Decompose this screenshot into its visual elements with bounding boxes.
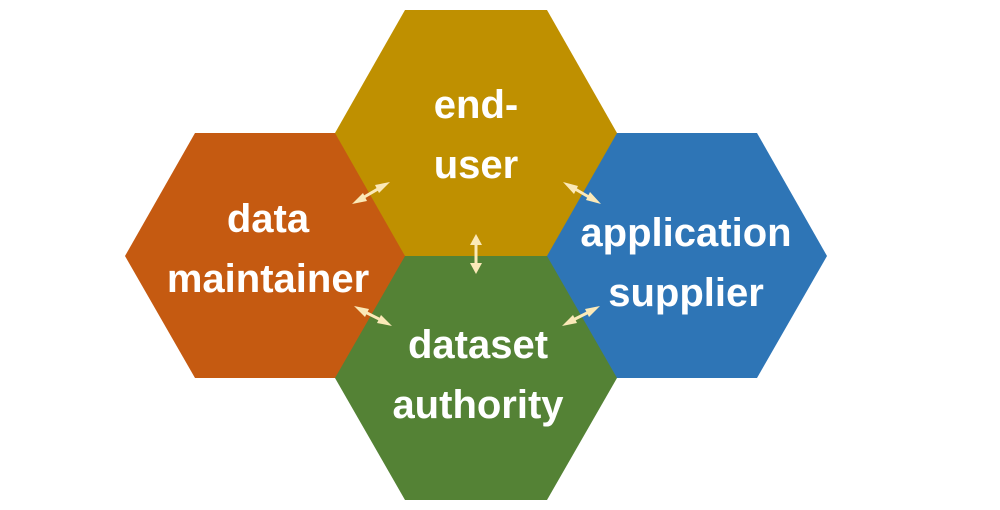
connectors [352,182,601,326]
hexagon-end-user: end- user [335,10,617,256]
dataset-authority-label-line2: authority [392,383,564,427]
hexagon-data-maintainer-shape [125,133,408,378]
dataset-authority-label-line1: dataset [408,323,548,367]
connector-data-maintainer-end-user [352,182,390,204]
connector-end-user-application-supplier [563,182,601,204]
connector-dataset-authority-application-supplier [562,306,600,326]
connector-end-user-dataset-authority [470,234,482,274]
hexagon-dataset-authority: dataset authority [335,256,617,500]
hexagon-data-maintainer: data maintainer [125,133,408,378]
end-user-label-line1: end- [434,83,518,127]
hexagon-end-user-shape [335,10,617,256]
application-supplier-label-line1: application [580,211,791,255]
data-maintainer-label-line2: maintainer [167,257,369,301]
hexagon-application-supplier-shape [545,133,827,378]
connector-data-maintainer-dataset-authority [354,306,392,326]
data-maintainer-label-line1: data [227,197,310,241]
hexagon-application-supplier: application supplier [545,133,827,378]
hexagon-dataset-authority-shape [335,256,617,500]
application-supplier-label-line2: supplier [608,271,764,315]
end-user-label-line2: user [434,143,519,187]
